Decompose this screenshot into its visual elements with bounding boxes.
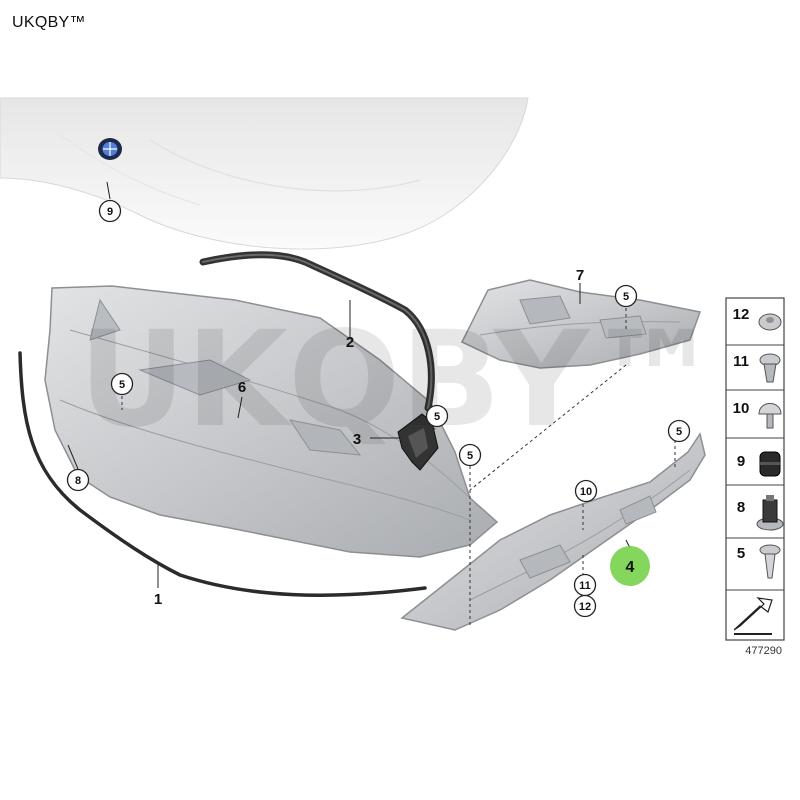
watermark: UKQBY™	[79, 303, 722, 457]
svg-text:9: 9	[737, 453, 745, 470]
svg-text:5: 5	[119, 379, 125, 391]
callout-6: 6	[238, 379, 246, 396]
hood-badge-icon	[98, 138, 122, 160]
push-clip-icon	[758, 403, 782, 429]
circled-callout-5-panel: 5	[614, 284, 638, 308]
circled-callout-12: 12	[573, 594, 597, 618]
svg-text:8: 8	[737, 499, 745, 516]
circled-callout-10: 10	[574, 479, 598, 503]
expanding-rivet-icon	[759, 353, 781, 383]
callout-4: 4	[626, 559, 635, 576]
upper-panel	[460, 279, 701, 369]
svg-text:11: 11	[733, 353, 749, 370]
circled-callout-5-right: 5	[667, 419, 691, 443]
callout-3: 3	[353, 431, 361, 448]
lower-panel	[400, 432, 706, 631]
circled-callout-5-left: 5	[110, 372, 134, 396]
air-guide-panel	[44, 285, 499, 558]
circled-callout-5-center: 5	[458, 443, 482, 467]
rubber-buffer-icon	[759, 451, 781, 477]
circled-callout-5-bracket: 5	[425, 404, 449, 428]
callout-2: 2	[346, 334, 354, 351]
svg-text:5: 5	[467, 450, 473, 462]
fastener-legend: 12 11 10 9	[725, 297, 785, 641]
svg-text:8: 8	[75, 475, 81, 487]
highlight-marker	[610, 546, 650, 586]
circled-callout-11: 11	[573, 573, 597, 597]
seal-strip	[18, 351, 427, 597]
fastener-lines	[121, 308, 676, 625]
legend-item-9: 9	[737, 451, 781, 477]
svg-text:5: 5	[623, 291, 629, 303]
legend-item-11: 11	[733, 353, 781, 383]
svg-text:5: 5	[434, 411, 440, 423]
svg-text:10: 10	[733, 400, 750, 417]
rivet-cap-icon	[758, 313, 782, 331]
svg-text:5: 5	[737, 545, 745, 562]
circled-callout-8: 8	[66, 468, 90, 492]
svg-text:10: 10	[580, 486, 592, 498]
legend-item-10: 10	[733, 400, 782, 429]
brand-label: UKQBY™	[12, 14, 86, 31]
hood	[0, 97, 529, 250]
svg-text:5: 5	[676, 426, 682, 438]
svg-text:12: 12	[579, 601, 591, 613]
svg-text:12: 12	[733, 306, 750, 323]
legend-item-5: 5	[737, 544, 781, 579]
mount-bracket-icon	[756, 495, 784, 531]
svg-text:9: 9	[107, 206, 113, 218]
svg-text:11: 11	[579, 580, 591, 592]
callout-1: 1	[154, 591, 162, 608]
legend-item-8: 8	[737, 495, 784, 531]
legend-item-12: 12	[733, 306, 782, 331]
callout-7: 7	[576, 267, 584, 284]
bracket	[397, 413, 439, 471]
circled-callout-9: 9	[98, 199, 122, 223]
orientation-arrow-icon	[733, 597, 773, 635]
plastic-rivet-icon	[759, 544, 781, 579]
document-number: 477290	[745, 645, 782, 657]
